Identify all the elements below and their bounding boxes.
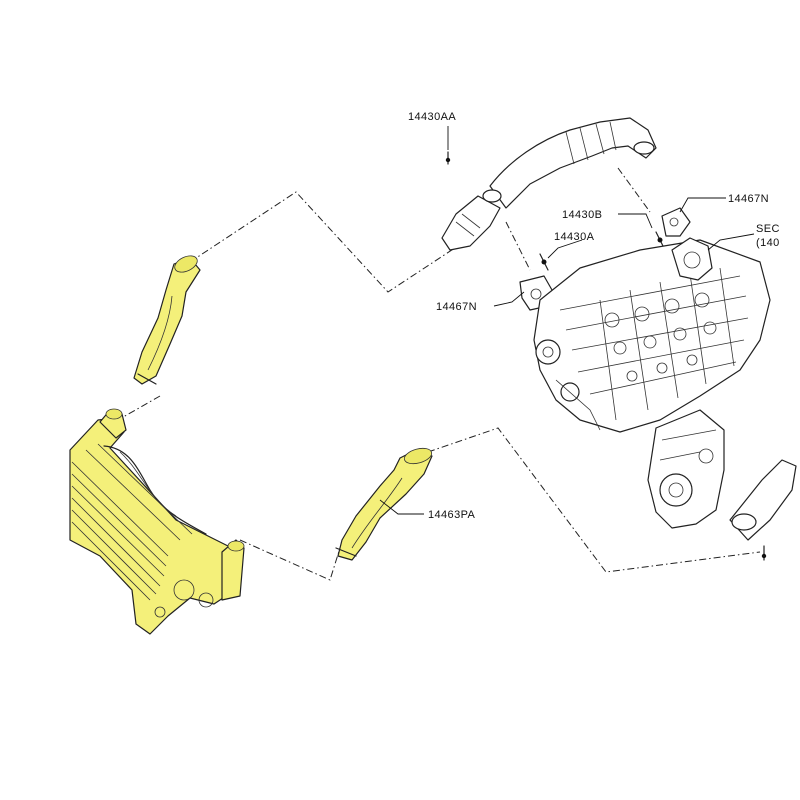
pipe-connector-body [441, 195, 501, 251]
leader-14430A [547, 239, 583, 259]
pipe-connector[interactable] [441, 189, 502, 251]
routing-line-left [117, 395, 161, 421]
intercooler[interactable] [69, 408, 245, 635]
pipe-connector-end [482, 189, 502, 203]
leader-14430B [618, 213, 653, 229]
duct-outlet [633, 141, 655, 155]
lower-block [647, 409, 725, 529]
leader-sec [707, 233, 755, 251]
label-14430B: 14430B [562, 209, 602, 221]
intercooler-fins [71, 443, 193, 601]
label-14467N-top: 14467N [728, 193, 769, 205]
turbo-housing [671, 237, 713, 281]
bracket-right[interactable] [655, 207, 691, 249]
bracket-right-body [661, 207, 691, 237]
routing-line-upper-right [617, 167, 651, 213]
leader-14463PA [379, 499, 424, 515]
callout-leaders [379, 126, 755, 515]
leader-14467N-top [679, 197, 726, 213]
routing-line-bottom-left [239, 539, 341, 581]
outlet-pipe-flange [731, 513, 757, 531]
hose-14463PA-body [337, 449, 433, 561]
callout-labels: 14430AA 14467N 14430B 14430A 14467N SEC … [408, 111, 780, 521]
intercooler-bolt [154, 606, 166, 618]
intercooler-outlet-opening [227, 540, 245, 552]
intercooler-end-tank-detail [173, 579, 195, 601]
duct-body [489, 117, 657, 209]
routing-line-right [427, 427, 761, 573]
routing-line-mid [505, 221, 531, 271]
hose-14463PA[interactable] [335, 446, 433, 561]
routing-lines [117, 167, 761, 581]
label-14430AA: 14430AA [408, 111, 456, 123]
leader-14467N-left [493, 291, 525, 307]
hose-14463PA-clamp [335, 547, 357, 557]
upper-hose-top-end [174, 255, 198, 273]
label-14467N-left: 14467N [436, 301, 477, 313]
hose-14463PA-top-end [403, 447, 433, 465]
intercooler-bolt [198, 592, 214, 608]
turbo-inlet-duct[interactable] [445, 117, 657, 209]
upper-intercooler-hose[interactable] [133, 253, 201, 385]
engine-pulley [535, 339, 561, 365]
upper-hose-clamp [137, 373, 157, 385]
upper-hose-body [133, 257, 201, 385]
pump-pulley [659, 473, 693, 507]
label-14463PA: 14463PA [428, 509, 476, 521]
lower-engine-components[interactable] [647, 409, 797, 561]
label-14430A: 14430A [554, 231, 595, 243]
label-sec-line1: SEC [756, 223, 780, 235]
cam-cover-details [559, 267, 749, 421]
label-sec-line2: (140 [756, 237, 780, 249]
intercooler-inlet-opening [105, 408, 123, 420]
engine-assembly[interactable] [533, 237, 771, 433]
routing-line-top [189, 191, 471, 293]
